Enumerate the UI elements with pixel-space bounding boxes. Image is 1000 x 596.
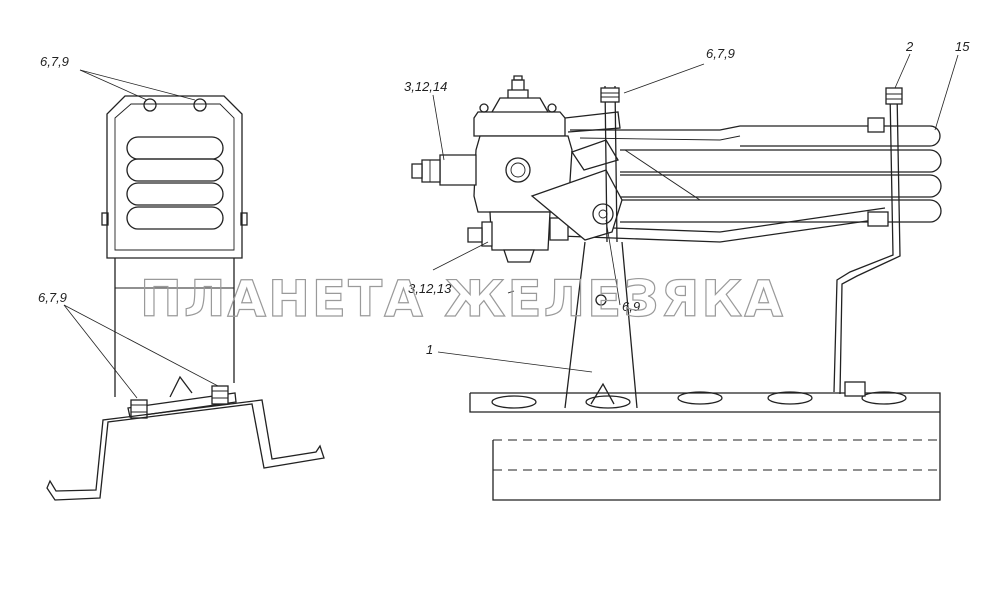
- tube-row-2: [126, 158, 224, 182]
- frame-rail: [470, 392, 941, 501]
- top-mid-nut: [600, 87, 620, 103]
- callout-valve-lower: 3,12,13: [408, 281, 452, 296]
- mount-hole-left: [143, 98, 157, 112]
- callout-labels: 6,7,9 6,7,9 3,12,14 3,12,13 6,7,9 2 15 6…: [38, 39, 970, 357]
- pivot-bolt: [592, 203, 614, 225]
- leader-lines: [63, 53, 959, 399]
- side-view: [411, 75, 942, 501]
- nut-right: [211, 385, 229, 405]
- tube-holder-strap: [833, 91, 894, 393]
- callout-top-right-b: 15: [955, 39, 970, 54]
- callout-top-right-a: 2: [905, 39, 914, 54]
- watermark: ПЛАНЕТА ЖЕЛЕЗЯКА: [140, 270, 785, 328]
- callout-valve-upper: 3,12,14: [404, 79, 447, 94]
- valve-assembly: [411, 75, 623, 263]
- callout-bracket: 1: [426, 342, 433, 357]
- support-bracket: [564, 241, 638, 409]
- strap-top-nut: [885, 87, 903, 105]
- callout-left-top: 6,7,9: [40, 54, 69, 69]
- frame-channel-profile: [46, 399, 325, 501]
- tube-row-4: [126, 206, 224, 230]
- tube-row-3: [126, 182, 224, 206]
- end-view: [46, 95, 325, 501]
- callout-top-mid: 6,7,9: [706, 46, 735, 61]
- valve-port: [505, 157, 531, 183]
- callout-left-bottom: 6,7,9: [38, 290, 67, 305]
- mount-hole-right: [193, 98, 207, 112]
- end-view-panel: [106, 95, 243, 259]
- tube-row-1: [126, 136, 224, 160]
- callout-bracket-bolt: 6,9: [622, 299, 640, 314]
